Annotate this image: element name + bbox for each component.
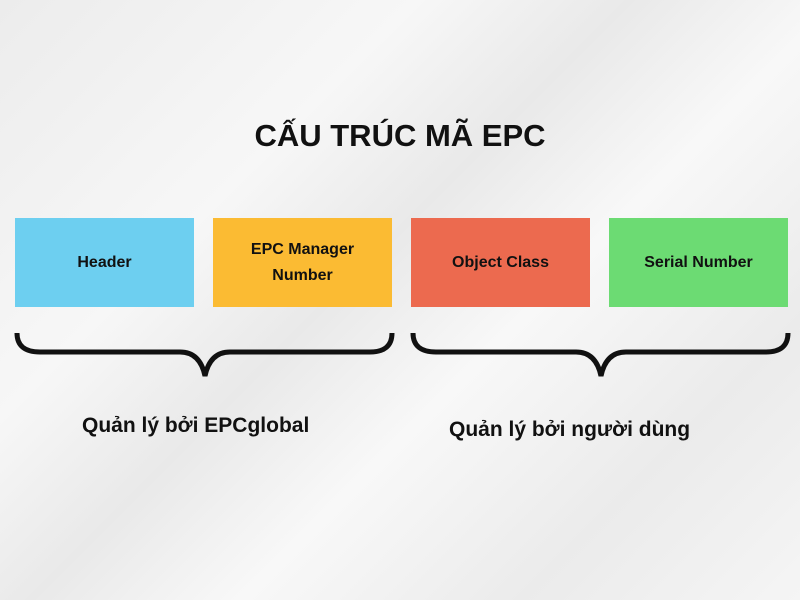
header-box: Header — [15, 218, 194, 307]
user-group-label: Quản lý bởi người dùng — [449, 418, 691, 441]
epcglobal-group-label: Quản lý bởi EPCglobal — [82, 414, 310, 437]
epc-manager-number-box: EPC Manager Number — [213, 218, 392, 307]
right-brace — [410, 332, 791, 377]
object-class-box: Object Class — [411, 218, 590, 307]
diagram-title: CẤU TRÚC MÃ EPC — [254, 118, 546, 153]
left-brace — [14, 332, 395, 377]
serial-number-box: Serial Number — [609, 218, 788, 307]
